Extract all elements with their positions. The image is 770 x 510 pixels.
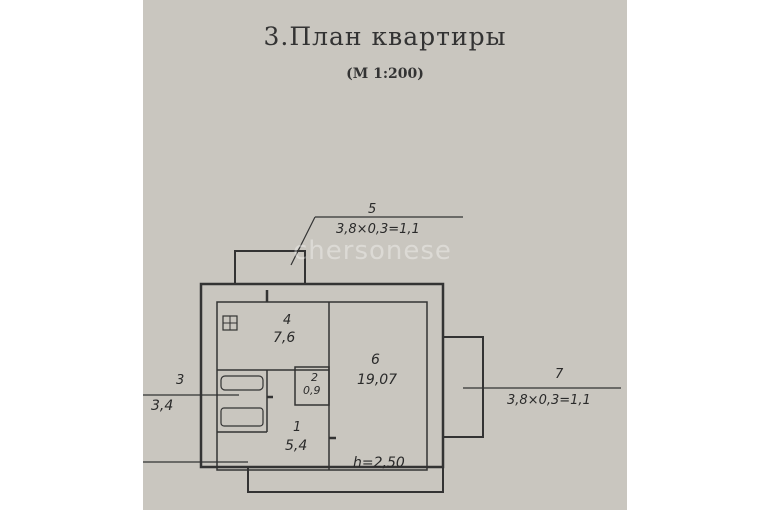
- room-4-area: 7,6: [273, 330, 296, 346]
- bathtub: [220, 375, 264, 391]
- room-2-area: 0,9: [303, 384, 321, 397]
- inner-outline: [216, 301, 428, 471]
- room-4-number: 4: [283, 313, 292, 328]
- room-6-number: 6: [371, 352, 380, 368]
- room-1-area: 5,4: [285, 438, 308, 454]
- basin: [220, 407, 264, 427]
- leader-5: [290, 216, 316, 266]
- plan-sheet: 3.План квартиры (М 1:200): [143, 0, 627, 510]
- ceiling-height: h=2,50: [353, 455, 405, 471]
- room-6-area: 19,07: [357, 372, 398, 388]
- room-7-number: 7: [555, 367, 564, 382]
- room-3-area: 3,4: [151, 398, 174, 414]
- room-7-area: 3,8×0,3=1,1: [507, 393, 591, 408]
- plan-title: 3.План квартиры: [263, 22, 507, 51]
- room-1-number: 1: [293, 420, 302, 435]
- floor-plan-drawing: [143, 216, 621, 493]
- room-5-area: 3,8×0,3=1,1: [336, 222, 420, 237]
- entrance-protrusion: [247, 467, 444, 493]
- room-5-number: 5: [368, 202, 377, 217]
- plan-scale: (М 1:200): [346, 66, 424, 82]
- watermark: chersonese: [293, 236, 452, 266]
- balcony-7: [442, 336, 484, 438]
- room-3-number: 3: [176, 373, 185, 388]
- room-2-number: 2: [311, 371, 318, 384]
- closet-outline: [294, 366, 330, 406]
